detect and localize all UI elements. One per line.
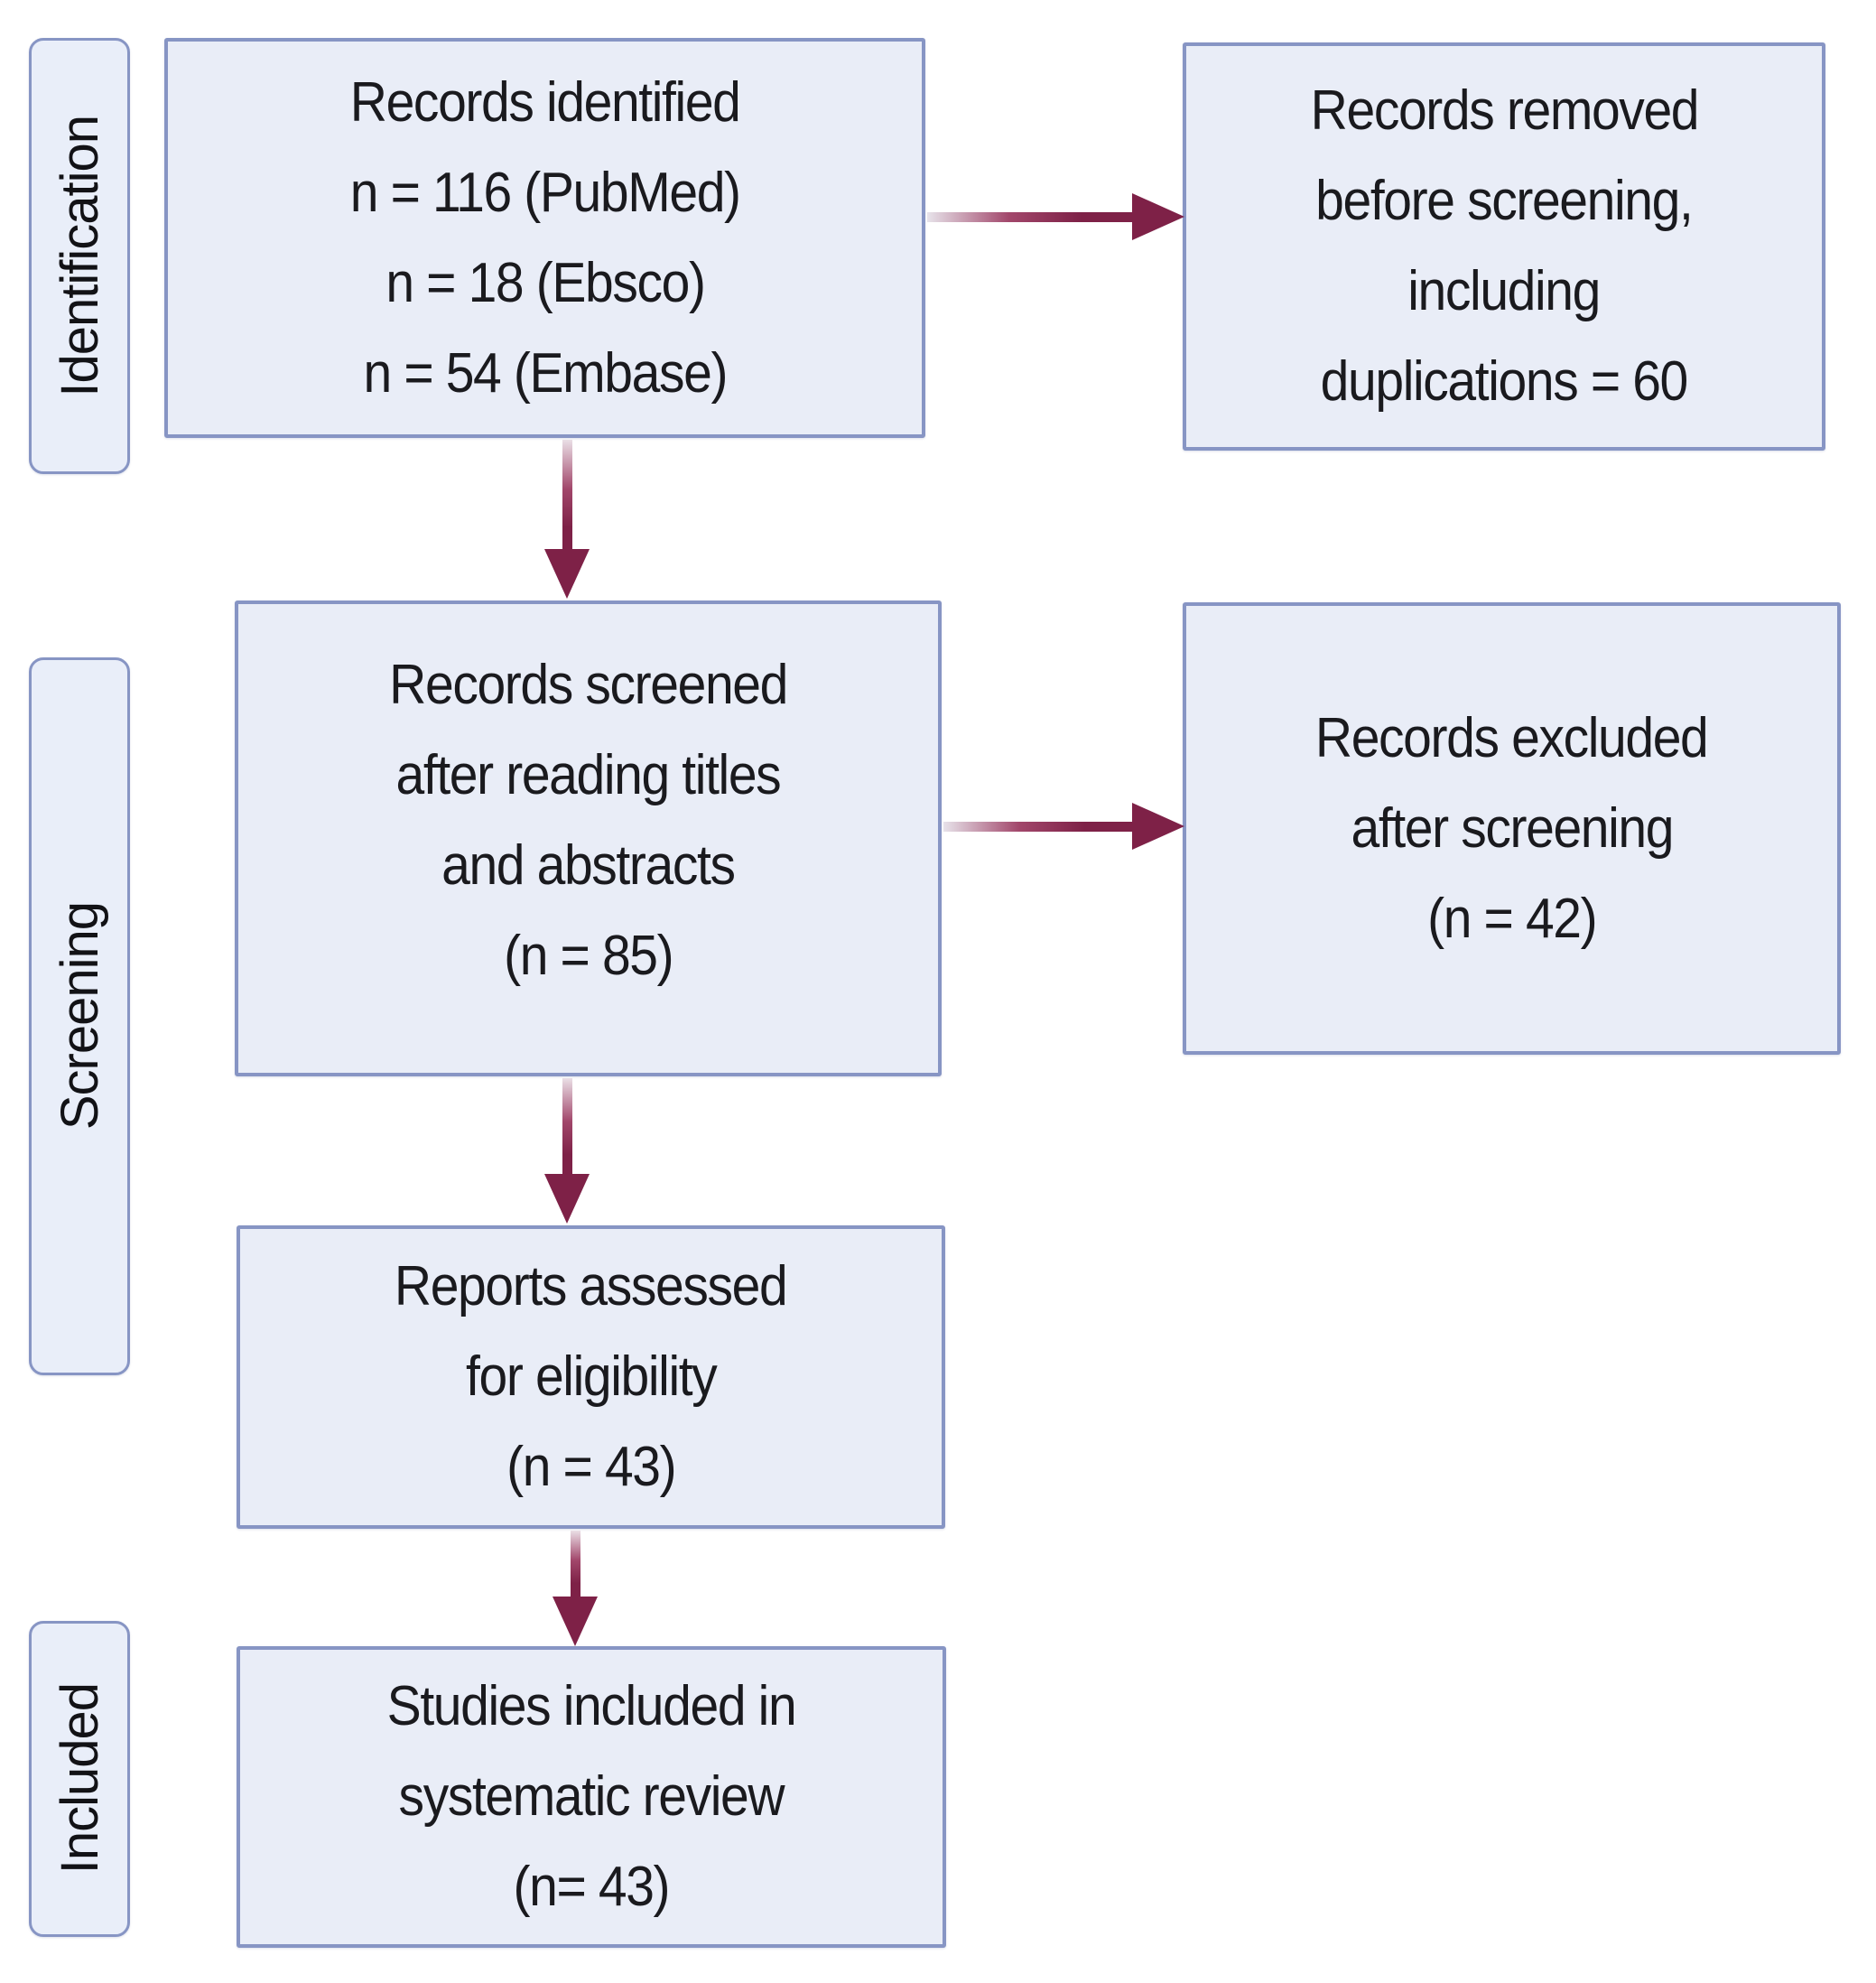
records-identified-line-3: n = 18 (Ebsco): [385, 251, 706, 314]
reports-assessed-line-1: Reports assessed: [395, 1255, 788, 1317]
box-reports-assessed: Reports assessed for eligibility (n = 43…: [237, 1225, 945, 1529]
arrow-assessed-to-included: [553, 1531, 598, 1646]
stage-label-screening: Screening: [29, 657, 130, 1375]
arrow-screened-to-excluded-head: [1132, 803, 1184, 850]
arrow-screened-to-assessed-head: [544, 1174, 590, 1224]
box-records-removed: Records removed before screening, includ…: [1183, 42, 1825, 451]
arrow-identified-to-removed: [927, 193, 1184, 240]
arrow-assessed-to-included-shaft: [570, 1531, 580, 1597]
arrow-screened-to-excluded: [943, 803, 1184, 850]
stage-label-identification: Identification: [29, 38, 130, 474]
stage-label-included: Included: [29, 1621, 130, 1937]
arrow-screened-to-assessed: [544, 1078, 590, 1224]
arrow-identified-to-removed-shaft: [927, 211, 1132, 222]
records-screened-line-1: Records screened: [389, 653, 788, 716]
arrow-screened-to-excluded-shaft: [943, 821, 1132, 832]
records-excluded-line-1: Records excluded: [1315, 706, 1709, 769]
records-removed-line-3: including: [1407, 260, 1602, 322]
arrow-assessed-to-included-head: [553, 1597, 598, 1646]
studies-included-line-3: (n= 43): [513, 1856, 671, 1918]
arrow-identified-to-screened-shaft: [562, 440, 572, 549]
records-screened-line-4: (n = 85): [503, 924, 674, 987]
stage-label-identification-text: Identification: [50, 115, 109, 397]
records-identified-line-2: n = 116 (PubMed): [349, 161, 741, 224]
arrow-identified-to-removed-head: [1132, 193, 1184, 240]
records-removed-line-1: Records removed: [1310, 79, 1699, 142]
box-records-screened: Records screened after reading titles an…: [235, 600, 942, 1076]
box-records-identified: Records identified n = 116 (PubMed) n = …: [164, 38, 925, 438]
records-screened-line-2: after reading titles: [395, 743, 782, 806]
records-removed-line-4: duplications = 60: [1320, 350, 1689, 413]
box-studies-included: Studies included in systematic review (n…: [237, 1646, 946, 1948]
records-excluded-line-3: (n = 42): [1426, 887, 1598, 950]
records-screened-line-3: and abstracts: [441, 833, 736, 897]
reports-assessed-line-3: (n = 43): [506, 1436, 677, 1498]
stage-label-screening-text: Screening: [50, 902, 109, 1131]
studies-included-line-1: Studies included in: [386, 1675, 797, 1737]
arrow-screened-to-assessed-shaft: [562, 1078, 572, 1174]
records-removed-line-2: before screening,: [1315, 170, 1694, 232]
records-identified-line-1: Records identified: [349, 70, 741, 134]
arrow-identified-to-screened: [544, 440, 590, 599]
reports-assessed-line-2: for eligibility: [465, 1345, 718, 1408]
studies-included-line-2: systematic review: [398, 1765, 785, 1828]
arrow-identified-to-screened-head: [544, 549, 590, 599]
box-records-excluded: Records excluded after screening (n = 42…: [1183, 602, 1841, 1055]
records-excluded-line-2: after screening: [1351, 796, 1674, 860]
records-identified-line-4: n = 54 (Embase): [363, 341, 728, 405]
stage-label-included-text: Included: [50, 1683, 109, 1875]
